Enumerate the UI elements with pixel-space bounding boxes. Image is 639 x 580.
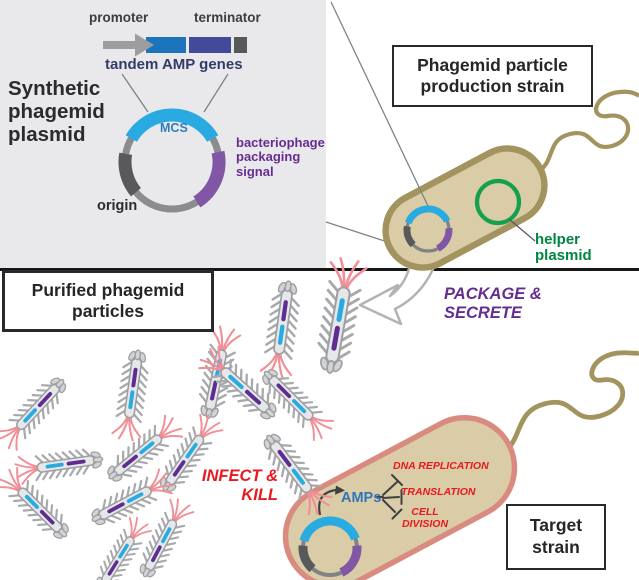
terminator-block bbox=[234, 37, 247, 53]
helper-plasmid-icon bbox=[474, 178, 522, 226]
target-plasmid-icon bbox=[298, 516, 362, 577]
terminator-label: terminator bbox=[194, 10, 261, 25]
infect-kill-label: INFECT & KILL bbox=[201, 467, 278, 505]
separator-line bbox=[0, 268, 639, 271]
translation-label: TRANSLATION bbox=[401, 486, 476, 498]
production-strain-box: Phagemid particle production strain bbox=[392, 45, 593, 107]
phage-particle bbox=[130, 494, 198, 580]
phage-particle bbox=[312, 257, 367, 376]
target-bacterium bbox=[282, 350, 639, 580]
amp-gene-1 bbox=[146, 37, 186, 53]
production-bacterium-body bbox=[382, 145, 548, 271]
promoter-arrow-head bbox=[135, 33, 154, 57]
phage-particle bbox=[12, 443, 107, 487]
packaging-signal-arc bbox=[193, 150, 226, 208]
tandem-amp-genes-label: tandem AMP genes bbox=[105, 56, 243, 73]
synthetic-plasmid-title: Synthetic phagemid plasmid bbox=[8, 77, 105, 147]
amps-expression-arrow bbox=[318, 485, 345, 516]
plasmid-diagram bbox=[118, 108, 226, 213]
packaging-signal-label: bacteriophage packaging signal bbox=[236, 135, 325, 179]
cassette-pointer-lines bbox=[121, 73, 229, 113]
amp-gene-2 bbox=[189, 37, 231, 53]
inhibition-lines bbox=[376, 474, 403, 520]
production-bacterium bbox=[330, 1, 639, 271]
helper-pointer-line bbox=[508, 218, 536, 242]
amps-label: AMPs bbox=[341, 490, 382, 506]
pointer-line-upper bbox=[330, 1, 429, 207]
target-flagellum bbox=[498, 350, 639, 458]
phage-particle bbox=[260, 279, 304, 380]
dna-replication-label: DNA REPLICATION bbox=[393, 460, 489, 472]
mcs-label: MCS bbox=[160, 121, 188, 135]
phage-particle bbox=[109, 346, 155, 444]
mcs-arc bbox=[125, 108, 219, 142]
phagemid-plasmid-icon bbox=[403, 205, 453, 253]
target-bacterium-body bbox=[282, 414, 518, 580]
helper-plasmid-label: helper plasmid bbox=[535, 231, 592, 264]
origin-label: origin bbox=[97, 198, 138, 214]
purified-particles-box: Purified phagemid particles bbox=[2, 270, 214, 332]
package-secrete-label: PACKAGE & SECRETE bbox=[444, 285, 542, 323]
promoter-arrow-body bbox=[103, 41, 136, 49]
phage-particle bbox=[0, 368, 76, 455]
gene-cassette bbox=[103, 33, 247, 57]
target-strain-box: Target strain bbox=[506, 504, 606, 570]
flagellum bbox=[536, 89, 639, 174]
cell-division-label: CELL DIVISION bbox=[401, 506, 449, 530]
origin-arc bbox=[118, 152, 142, 197]
promoter-label: promoter bbox=[89, 10, 149, 25]
